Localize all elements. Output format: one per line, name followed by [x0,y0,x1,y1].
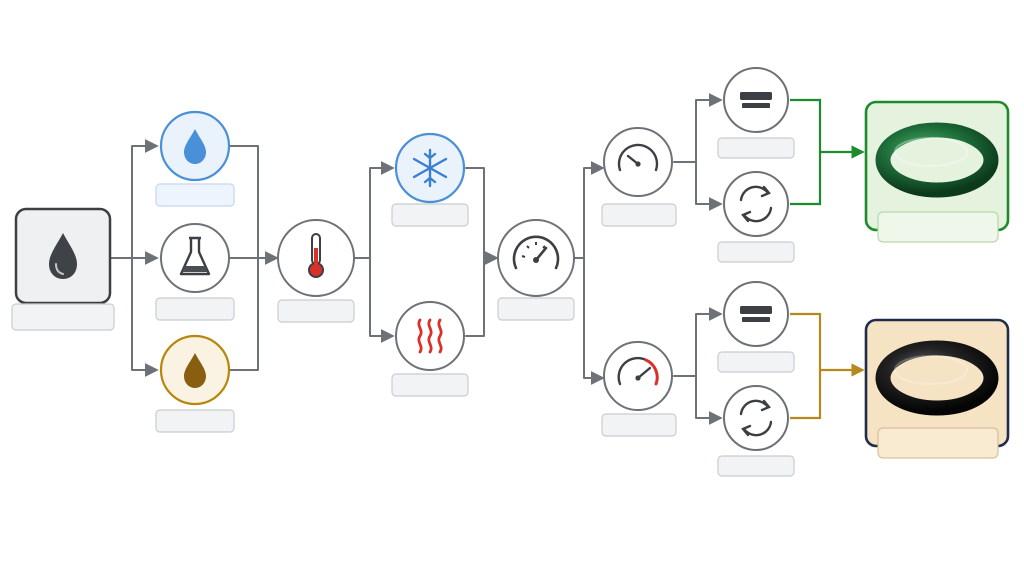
fluid-input-label [11,303,115,331]
low-temperature-label [391,203,469,227]
dynamic-seal-node-top [717,171,795,263]
dynamic-seal-label-bottom [717,455,795,477]
static-seal-node-bottom [717,281,795,373]
water-drop-icon [184,129,206,164]
low-temperature-node [391,132,469,227]
high-pressure-label [601,413,677,437]
oil-media-label [155,409,235,433]
low-pressure-label [601,203,677,227]
high-pressure-gauge-icon [617,356,659,386]
chemical-flask-icon [179,236,211,276]
dynamic-seal-label-top [717,241,795,263]
water-media-label [155,183,235,207]
black-o-ring-result [864,318,1010,459]
green-o-ring-result [864,100,1010,243]
static-seal-label-bottom [717,351,795,373]
black-o-ring-label [877,427,999,459]
pressure-gauge-icon [512,235,560,270]
fluid-input-node [11,207,115,331]
pressure-label [497,297,575,321]
snowflake-icon [412,148,448,188]
dynamic-rotation-icon [739,185,773,223]
black-o-ring-icon [875,340,999,416]
static-seal-node-top [717,67,795,159]
chemical-media-node [155,223,235,321]
high-temperature-label [391,373,469,397]
connector-lines [109,93,865,425]
high-pressure-node [601,341,677,437]
pressure-node [497,219,575,321]
temperature-node [277,219,355,323]
thermometer-icon [308,233,324,278]
static-seal-icon [740,306,772,322]
static-seal-label-top [717,137,795,159]
static-seal-icon [740,92,772,108]
dynamic-rotation-icon [739,399,773,437]
water-media-node [155,110,235,207]
fluid-drop-icon [49,233,77,279]
low-pressure-node [601,127,677,227]
oil-drop-icon [184,353,206,388]
low-pressure-gauge-icon [617,143,659,172]
oil-media-node [155,334,235,433]
temperature-label [277,299,355,323]
high-temperature-node [391,301,469,397]
green-o-ring-icon [875,122,999,198]
heat-waves-icon [417,318,443,354]
green-o-ring-label [877,211,999,243]
chemical-media-label [155,297,235,321]
dynamic-seal-node-bottom [717,385,795,477]
